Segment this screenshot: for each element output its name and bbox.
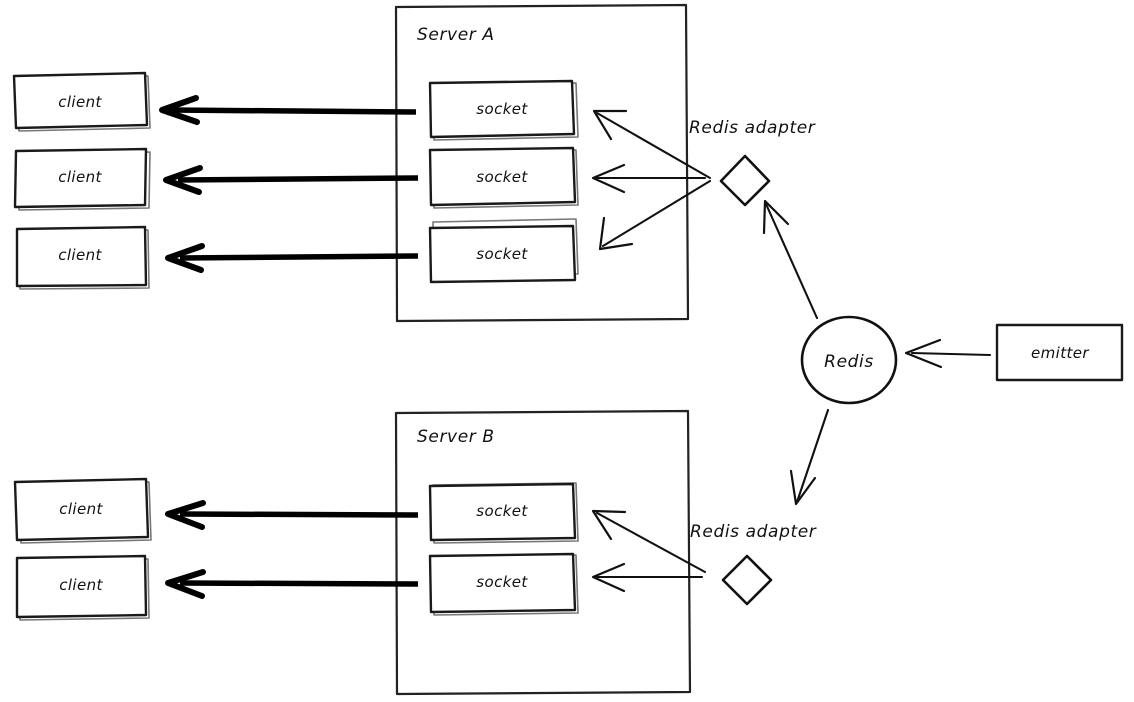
socket-box [428,552,577,614]
emitter-node[interactable]: emitter [995,323,1124,382]
socket-label: socket [476,573,528,591]
client-label: client [58,93,102,111]
socket-box [428,482,577,542]
arrow-socket-to-client-a1 [159,95,417,125]
socket-box [428,79,576,139]
arrow-adapter-to-socket-b2 [591,562,704,593]
socket-box [428,224,577,284]
redis-adapter-bottom[interactable]: Redis adapter [690,522,817,606]
emitter-box [995,323,1124,382]
arrow-redis-to-adapter-bottom [789,408,830,506]
arrow-socket-to-client-b1 [165,500,419,530]
socket-label: socket [476,502,528,520]
server-a-socket-2[interactable]: socket [428,146,579,209]
arrow-socket-to-client-a2 [163,165,419,195]
client-box [13,147,148,209]
socket-label: socket [476,245,528,263]
redis-circle [800,315,898,405]
client-box [15,225,148,288]
socket-label: socket [476,168,528,186]
server-a-socket-3[interactable]: socket [428,218,579,284]
client-box [13,477,150,542]
server-b-socket-1[interactable]: socket [428,482,579,544]
server-b-box [394,409,692,696]
arrow-socket-to-client-b2 [165,569,419,599]
client-label: client [58,168,102,186]
server-a-label: Server A [417,25,495,45]
redis-adapter-bottom-label: Redis adapter [690,522,817,542]
client-bottom-2[interactable]: client [15,554,150,621]
client-top-1[interactable]: client [12,71,151,132]
redis-adapter-top-diamond [719,154,771,207]
arrow-redis-to-adapter-top [762,199,819,320]
client-bottom-1[interactable]: client [13,477,152,544]
arrow-adapter-to-socket-a2 [591,163,707,194]
server-b-socket-2[interactable]: socket [428,552,579,616]
client-label: client [59,576,103,594]
server-b-label: Server B [417,427,495,447]
client-box [12,71,149,130]
redis-broker[interactable]: Redis [800,315,898,405]
client-top-3[interactable]: client [15,225,150,290]
redis-adapter-top-label: Redis adapter [689,118,816,138]
socket-label: socket [476,100,528,118]
socket-box [428,146,577,207]
redis-adapter-bottom-diamond [721,554,773,606]
server-b-container[interactable]: Server B [394,409,692,696]
redis-label: Redis [824,352,874,372]
arrow-emitter-to-redis [904,338,992,369]
emitter-label: emitter [1031,344,1089,362]
client-box [15,554,148,619]
client-top-2[interactable]: client [13,147,151,211]
client-label: client [59,500,103,518]
arrow-adapter-to-socket-a3 [598,179,712,251]
server-a-socket-1[interactable]: socket [428,79,579,141]
arrow-adapter-to-socket-b1 [591,509,707,574]
redis-adapter-top[interactable]: Redis adapter [689,118,816,207]
arrow-adapter-to-socket-a1 [592,109,712,180]
client-label: client [58,246,102,264]
arrow-socket-to-client-a3 [165,243,419,273]
